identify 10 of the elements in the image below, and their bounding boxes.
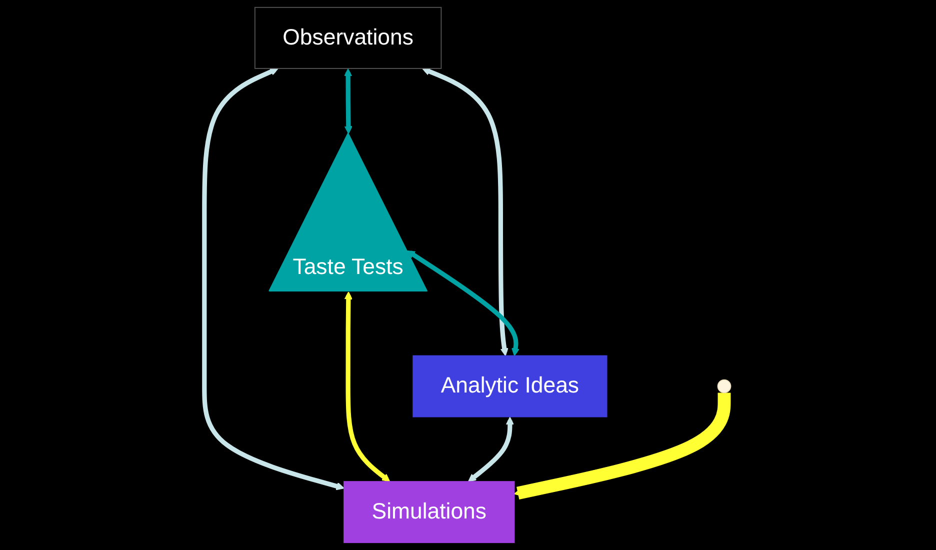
arrow (344, 68, 353, 134)
arrow (422, 68, 509, 356)
node-box: Analytic Ideas (413, 355, 608, 418)
arrow (202, 68, 345, 490)
arrow (407, 250, 520, 356)
arrow (514, 392, 732, 500)
arrow (468, 416, 514, 482)
arrow (344, 291, 391, 482)
node-box: Simulations (344, 481, 516, 544)
node-box: Observations (254, 6, 442, 69)
